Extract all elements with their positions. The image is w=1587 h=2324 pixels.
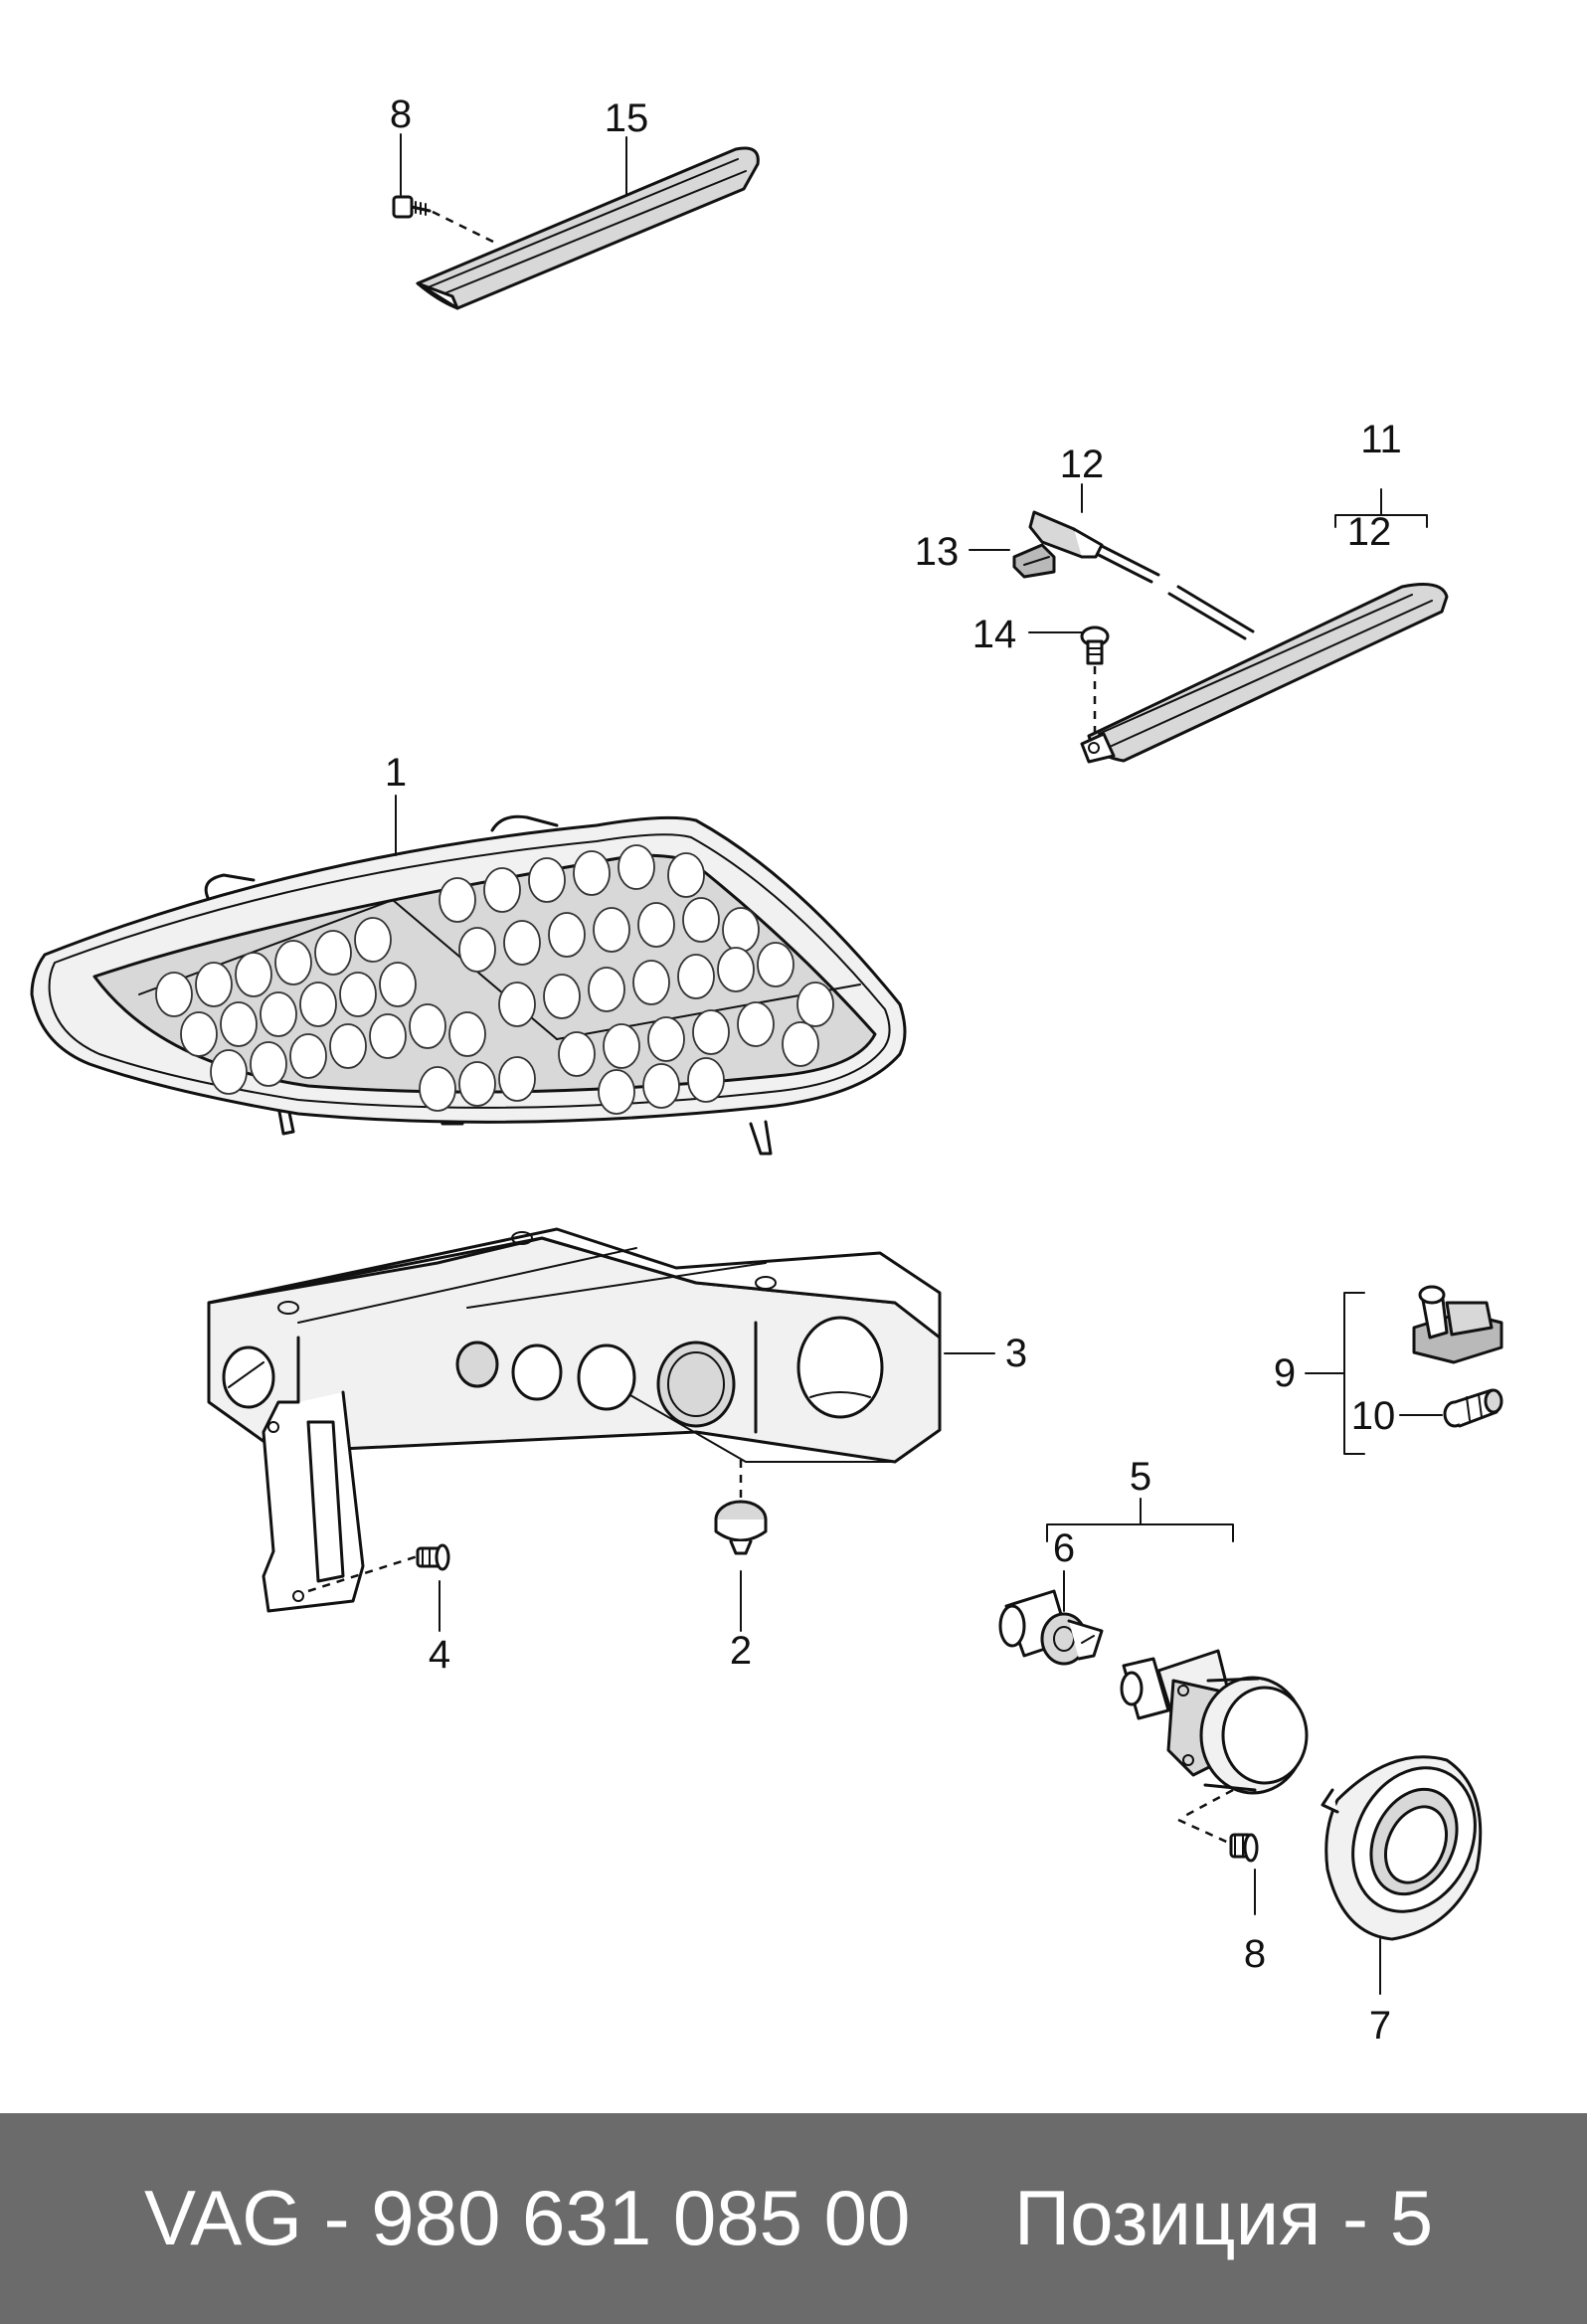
part-info-footer: VAG - 980 631 085 00 Позиция - 5 [0, 2113, 1587, 2324]
part-6-bulb [998, 1589, 1104, 1666]
callout-9: 9 [1274, 1351, 1296, 1395]
callout-7: 7 [1369, 2004, 1391, 2048]
callout-5: 5 [1130, 1455, 1151, 1499]
part-11-brake-light [1080, 540, 1449, 764]
callout-12-group: 12 [1347, 510, 1392, 554]
callout-11: 11 [1360, 418, 1402, 461]
callout-labels: 8 15 11 12 12 13 14 1 3 9 10 5 6 4 2 8 7 [385, 92, 1402, 2048]
part-4-screw [307, 1543, 450, 1593]
part-10-bulb [1443, 1388, 1503, 1428]
part-number-label: VAG - 980 631 085 00 [144, 2174, 911, 2261]
part-8-screw-bottom [1177, 1818, 1259, 1863]
callout-4: 4 [429, 1633, 450, 1677]
callout-13: 13 [915, 530, 960, 574]
part-3-carrier [207, 1227, 942, 1613]
part-13-clip [1012, 543, 1056, 579]
part-12-connector [1028, 510, 1104, 559]
callout-10: 10 [1351, 1394, 1396, 1438]
callout-1: 1 [385, 751, 407, 795]
position-label: Позиция - 5 [1014, 2174, 1434, 2261]
callout-6: 6 [1053, 1526, 1075, 1570]
part-5-lamp-unit [1120, 1649, 1309, 1820]
callout-8-bottom: 8 [1244, 1932, 1266, 1976]
callout-2: 2 [730, 1629, 752, 1673]
callout-8-top: 8 [390, 92, 412, 136]
callout-12-upper: 12 [1060, 443, 1105, 486]
part-1-tail-lamp [30, 814, 907, 1156]
callout-15: 15 [605, 96, 649, 140]
callout-3: 3 [1005, 1332, 1027, 1375]
part-8-screw-top [392, 195, 498, 246]
parts-exploded-diagram: 8 15 11 12 12 13 14 1 3 9 10 5 6 4 2 8 7 [30, 92, 1503, 2048]
part-9-socket [1412, 1285, 1503, 1364]
part-14-screw [1080, 626, 1110, 736]
part-2-nut [714, 1460, 768, 1555]
callout-14: 14 [972, 613, 1017, 656]
lens-pattern [155, 844, 834, 1115]
part-15-trim-strip [416, 146, 760, 310]
part-7-ring [1321, 1755, 1483, 1941]
